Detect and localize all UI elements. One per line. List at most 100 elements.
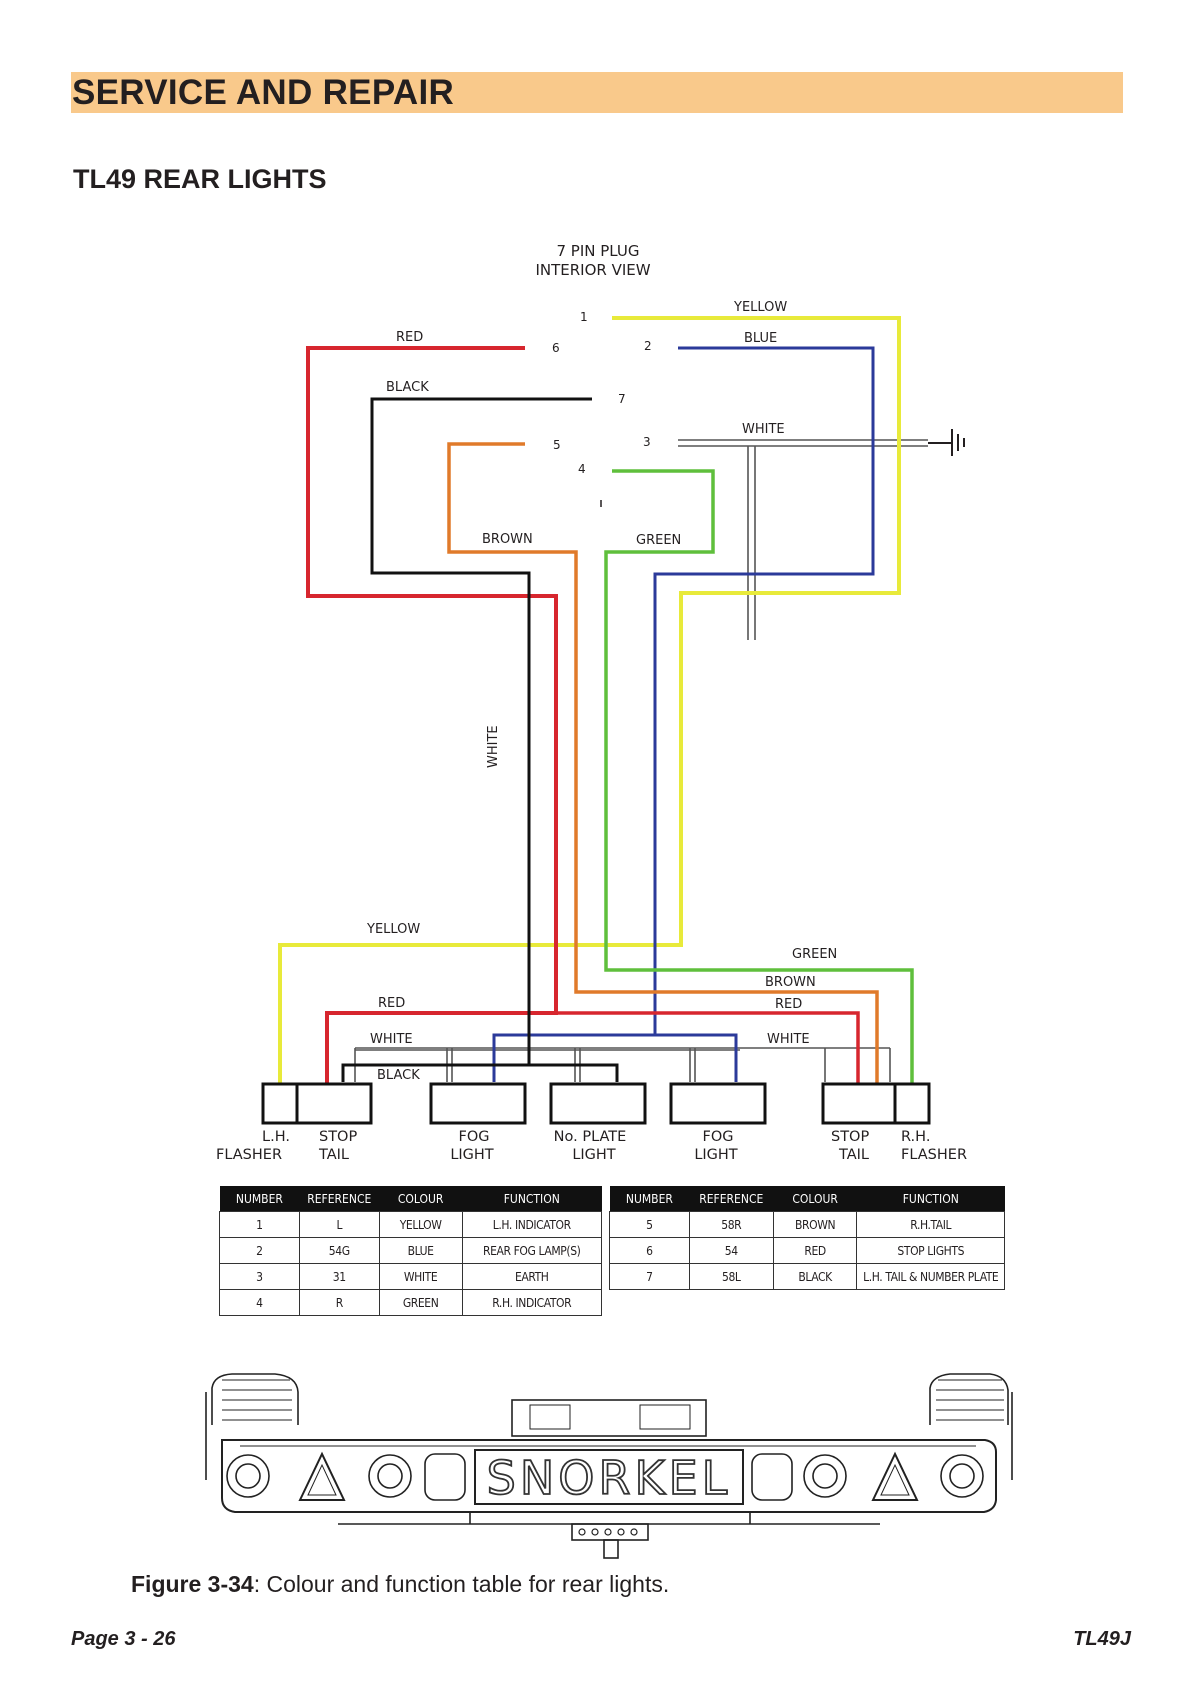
lamp-lh-flasher [261, 1082, 299, 1125]
table-left-header-number: NUMBER [219, 1186, 300, 1212]
lamp-rh-stop-tail [821, 1082, 897, 1125]
table-cell: 54 [688, 1237, 774, 1264]
label-green-bottom: GREEN [792, 947, 837, 962]
function-table-right: NUMBER REFERENCE COLOUR FUNCTION 5 58R B… [609, 1186, 1005, 1290]
table-row: 5 58R BROWN R.H.TAIL [609, 1211, 1005, 1238]
table-cell: 4 [219, 1289, 300, 1316]
table-row: 7 58L BLACK L.H. TAIL & NUMBER PLATE [609, 1263, 1005, 1290]
table-left-header-function: FUNCTION [462, 1186, 602, 1212]
plug-pins-icon [578, 1528, 638, 1536]
wire-blue [492, 346, 875, 1082]
pin-5: 5 [553, 438, 561, 452]
wire-black-branch [341, 1063, 529, 1082]
table-cell: BLACK [772, 1263, 858, 1290]
table-cell: L.H. INDICATOR [461, 1211, 602, 1238]
lamp-label-plate-2: LIGHT [572, 1147, 615, 1163]
lamp-rh-flasher [893, 1082, 931, 1125]
table-row: 2 54G BLUE REAR FOG LAMP(S) [219, 1237, 602, 1264]
lamp-label-stop-2: STOP [831, 1129, 869, 1145]
model-code: TL49J [1073, 1628, 1131, 1650]
wire-green [604, 469, 914, 1083]
table-cell: YELLOW [378, 1211, 463, 1238]
wire-red-branch [556, 1011, 860, 1083]
table-cell: 58L [688, 1263, 774, 1290]
wire-yellow [278, 316, 901, 1083]
pin-3: 3 [643, 435, 651, 449]
wire-white [354, 439, 928, 1082]
table-cell: STOP LIGHTS [856, 1237, 1005, 1264]
table-right-header-reference: REFERENCE [689, 1186, 774, 1212]
pin-4: 4 [578, 462, 586, 476]
table-cell: RED [772, 1237, 858, 1264]
lamp-label-fog-r-1: FOG [703, 1129, 734, 1145]
lamp-fog-right [669, 1082, 767, 1125]
label-green-top: GREEN [636, 533, 681, 548]
label-black-top: BLACK [386, 380, 429, 395]
table-row: 1 L YELLOW L.H. INDICATOR [219, 1211, 602, 1238]
lamp-label-fog-l-1: FOG [459, 1129, 490, 1145]
table-cell: 1 [219, 1211, 300, 1238]
table-cell: R [298, 1289, 380, 1316]
table-right-header-colour: COLOUR [773, 1186, 857, 1212]
table-cell: 58R [688, 1211, 774, 1238]
lamp-label-lh-2: FLASHER [216, 1147, 282, 1163]
table-cell: 3 [219, 1263, 300, 1290]
table-cell: REAR FOG LAMP(S) [461, 1237, 602, 1264]
wire-brown [447, 442, 879, 1083]
label-white-bottom-right: WHITE [767, 1032, 810, 1047]
rear-light-bar-illustration [205, 1373, 1013, 1559]
plug-title-line1: 7 PIN PLUG [556, 242, 639, 260]
table-cell: R.H. INDICATOR [461, 1289, 602, 1316]
table-right-header-number: NUMBER [609, 1186, 690, 1212]
table-row: 3 31 WHITE EARTH [219, 1263, 602, 1290]
table-cell: R.H.TAIL [856, 1211, 1005, 1238]
table-row: 4 R GREEN R.H. INDICATOR [219, 1289, 602, 1316]
page-number: Page 3 - 26 [71, 1628, 176, 1650]
table-cell: BLUE [378, 1237, 463, 1264]
table-cell: 7 [609, 1263, 690, 1290]
label-yellow-top: YELLOW [733, 300, 787, 315]
earth-symbol-icon [928, 429, 965, 456]
table-cell: 6 [609, 1237, 690, 1264]
lamp-label-fog-l-2: LIGHT [450, 1147, 493, 1163]
label-white-vertical: WHITE [486, 725, 501, 768]
table-left-header-reference: REFERENCE [299, 1186, 380, 1212]
table-right-header-function: FUNCTION [856, 1186, 1005, 1212]
plug-title-line2: INTERIOR VIEW [535, 261, 650, 279]
section-banner [71, 72, 1123, 113]
table-cell: L [298, 1211, 380, 1238]
label-brown-bottom: BROWN [765, 975, 816, 990]
figure-caption: Figure 3-34: Colour and function table f… [131, 1571, 669, 1598]
function-table-left: NUMBER REFERENCE COLOUR FUNCTION 1 L YEL… [219, 1186, 602, 1316]
lamp-label-tail-1: TAIL [318, 1147, 349, 1163]
section-title: SERVICE AND REPAIR [72, 73, 455, 112]
pin-7: 7 [618, 392, 626, 406]
label-red-bottom-left: RED [378, 996, 405, 1011]
table-cell: L.H. TAIL & NUMBER PLATE [856, 1263, 1005, 1290]
label-black-bottom: BLACK [377, 1068, 420, 1083]
label-white-bottom-left: WHITE [370, 1032, 413, 1047]
label-red-top: RED [396, 330, 423, 345]
wire-blue-branch [655, 1033, 738, 1082]
table-cell: 31 [298, 1263, 380, 1290]
brand-logo-text: SNORKEL [487, 1451, 732, 1505]
lamp-fog-left [429, 1082, 527, 1125]
wire-red [306, 346, 558, 1083]
lamp-number-plate [549, 1082, 647, 1125]
lamp-label-plate-1: No. PLATE [554, 1129, 627, 1145]
label-red-bottom-right: RED [775, 997, 802, 1012]
table-cell: 54G [298, 1237, 380, 1264]
wire-black [370, 397, 619, 1082]
pin-1: 1 [580, 310, 588, 324]
figure-caption-label: Figure 3-34 [131, 1571, 254, 1597]
table-cell: EARTH [461, 1263, 602, 1290]
figure-caption-text: : Colour and function table for rear lig… [253, 1571, 670, 1597]
table-cell: 5 [609, 1211, 690, 1238]
lamp-label-tail-2: TAIL [838, 1147, 869, 1163]
label-brown-top: BROWN [482, 532, 533, 547]
pin-6: 6 [552, 341, 560, 355]
lamp-label-fog-r-2: LIGHT [694, 1147, 737, 1163]
label-blue-top: BLUE [744, 331, 777, 346]
label-white-top: WHITE [742, 422, 785, 437]
